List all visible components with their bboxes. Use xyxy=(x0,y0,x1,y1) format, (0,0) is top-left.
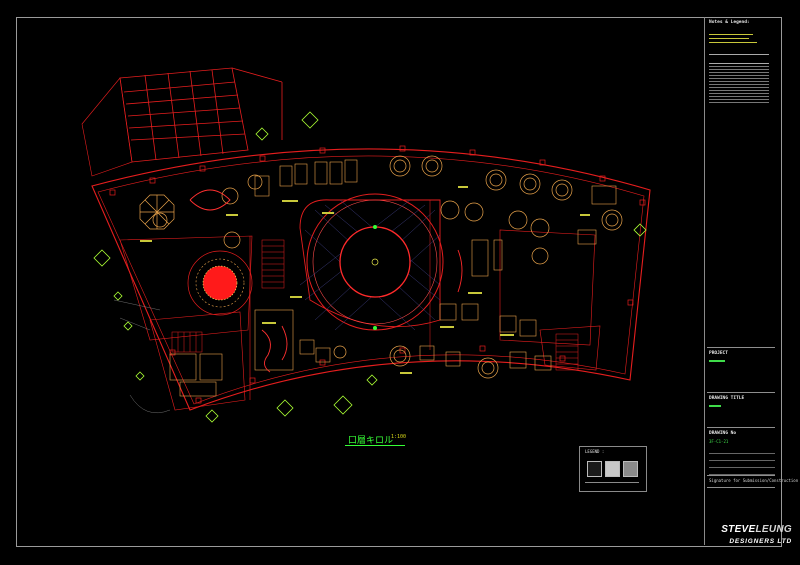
building-outline xyxy=(91,148,651,411)
drawing-no-label: DRAWING No xyxy=(709,431,737,436)
project-label: PROJECT xyxy=(709,351,728,356)
brand-logo: STEVELEUNG DESIGNERS LTD xyxy=(700,519,792,545)
drawing-title: 口層キロル xyxy=(348,436,394,446)
room-labels xyxy=(140,186,590,374)
legend-underline xyxy=(585,482,639,483)
booth-tables xyxy=(169,159,617,397)
title-block: Notes & Legend: xyxy=(704,17,798,547)
curved-lounge xyxy=(189,189,463,373)
drawing-no-value: 3F-C1-21 xyxy=(709,439,729,444)
parking-grid xyxy=(81,67,283,177)
legend-swatch-light xyxy=(605,461,620,477)
drawing-title-divider xyxy=(707,392,775,393)
drawing-scale: 1:100 xyxy=(391,434,407,440)
legend-box xyxy=(579,446,647,492)
drawing-title-value-mark xyxy=(709,405,721,407)
drawing-title-label: DRAWING TITLE xyxy=(709,396,745,401)
title-underline xyxy=(345,445,405,446)
planters xyxy=(93,111,647,423)
notes-lines xyxy=(709,31,769,46)
brand-name-part2: LEUNG xyxy=(755,524,792,535)
sheet-border xyxy=(16,17,782,547)
columns xyxy=(109,145,646,404)
stairs xyxy=(171,239,579,371)
legend-swatch-dark xyxy=(587,461,602,477)
drawing-info-lines xyxy=(709,447,775,481)
title-block-border xyxy=(704,17,705,545)
leader-lines xyxy=(113,299,171,414)
legend-swatch-mid xyxy=(623,461,638,477)
central-atrium xyxy=(299,193,444,331)
project-value-mark xyxy=(709,360,725,362)
signature-note: Signature for Submission/Construction xyxy=(709,478,799,483)
drawing-no-divider xyxy=(707,427,775,428)
legend-label: LEGEND : xyxy=(585,449,605,454)
octagon-gazebo xyxy=(139,194,175,230)
bottom-divider xyxy=(707,487,775,488)
signature-divider xyxy=(707,475,775,476)
project-divider xyxy=(707,347,775,348)
round-tables xyxy=(152,155,623,379)
brand-subtitle: DESIGNERS LTD xyxy=(729,538,792,545)
red-feature-circle xyxy=(187,250,253,316)
revision-table xyxy=(709,54,769,103)
notes-heading: Notes & Legend: xyxy=(709,20,750,25)
brand-name-part1: STEVE xyxy=(721,524,756,535)
